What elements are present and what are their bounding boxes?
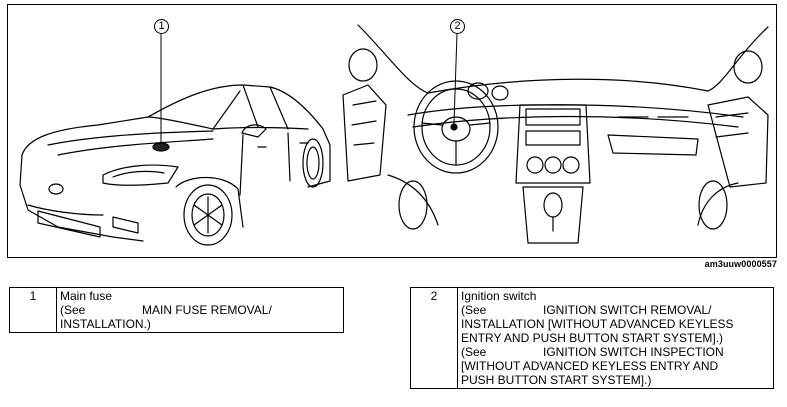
- legend-line: (See MAIN FUSE REMOVAL/: [60, 303, 340, 317]
- legend-line[interactable]: INSTALLATION.): [60, 317, 151, 331]
- legend-number: 2: [410, 287, 458, 389]
- line-drawing: [19, 24, 769, 246]
- legend-number: 1: [9, 287, 57, 333]
- legend-title: Main fuse: [60, 289, 113, 303]
- car-illustration: [19, 32, 331, 246]
- legend-line[interactable]: INSTALLATION [WITHOUT ADVANCED KEYLESS: [461, 317, 734, 331]
- figure-id: am3uuw0000557: [704, 259, 777, 269]
- see-prefix: (See: [461, 345, 487, 359]
- legend-table-2: 2 Ignition switch (See IGNITION SWITCH RE…: [410, 287, 774, 389]
- legend-line: (See IGNITION SWITCH REMOVAL/: [461, 303, 770, 317]
- legend-line[interactable]: PUSH BUTTON START SYSTEM].): [461, 373, 652, 387]
- legend-description: Main fuse (See MAIN FUSE REMOVAL/ INSTALL…: [56, 287, 344, 333]
- legend-table-1: 1 Main fuse (See MAIN FUSE REMOVAL/ INSTA…: [9, 287, 344, 333]
- legend-line[interactable]: [WITHOUT ADVANCED KEYLESS ENTRY AND: [461, 359, 719, 373]
- see-prefix: (See: [60, 303, 86, 317]
- legend-line[interactable]: ENTRY AND PUSH BUTTON START SYSTEM].): [461, 331, 724, 345]
- callout-2: 2: [450, 19, 465, 34]
- cabin-illustration: [342, 24, 769, 244]
- illustration-frame: 1 2: [7, 4, 777, 258]
- reference-link[interactable]: IGNITION SWITCH REMOVAL/: [543, 303, 712, 317]
- legend-title: Ignition switch: [461, 289, 537, 303]
- legend-description: Ignition switch (See IGNITION SWITCH REMO…: [457, 287, 774, 389]
- reference-link[interactable]: IGNITION SWITCH INSPECTION: [543, 345, 724, 359]
- callout-1: 1: [154, 19, 169, 34]
- legend-line: (See IGNITION SWITCH INSPECTION: [461, 345, 770, 359]
- see-prefix: (See: [461, 303, 487, 317]
- reference-link[interactable]: MAIN FUSE REMOVAL/: [142, 303, 272, 317]
